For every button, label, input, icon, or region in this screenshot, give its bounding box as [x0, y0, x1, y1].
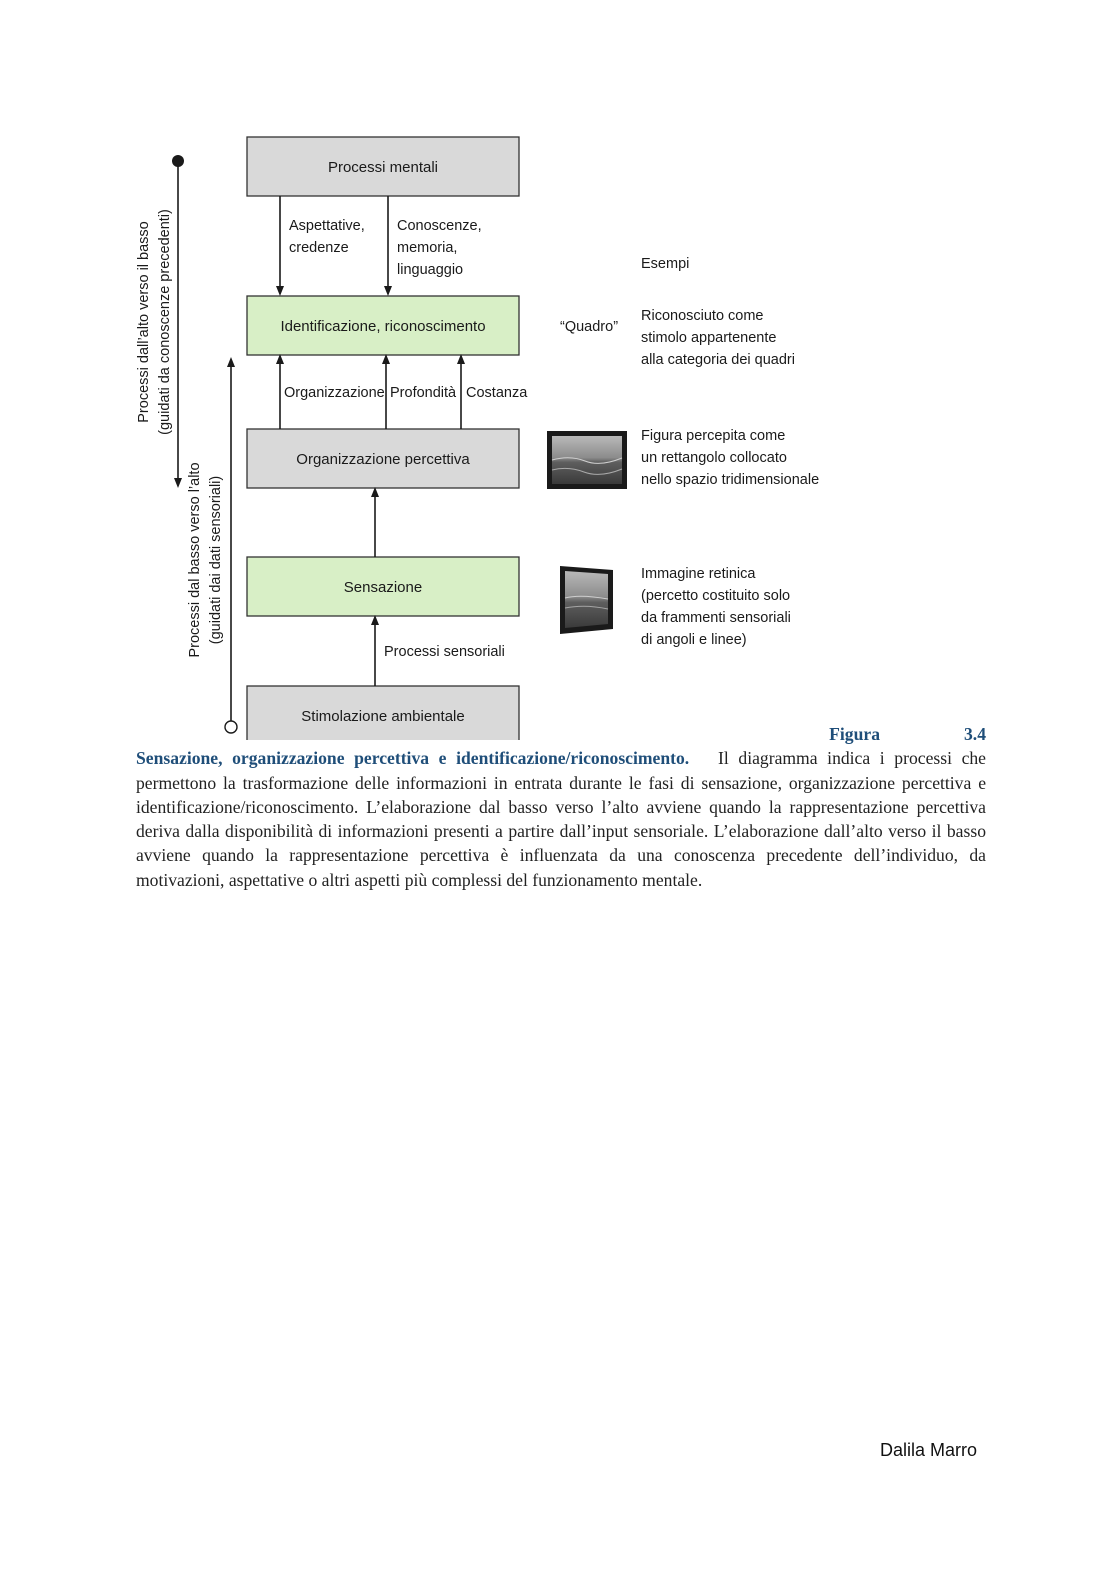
example-sensazione-2: (percetto costituito solo	[641, 588, 790, 604]
example-identificazione-2: stimolo appartenente	[641, 330, 776, 346]
examples-header: Esempi	[641, 256, 689, 272]
box-sensazione: Sensazione	[247, 557, 519, 616]
painting-frontal-image	[547, 431, 627, 489]
example-organizzazione-1: Figura percepita come	[641, 428, 785, 444]
label-conoscenze-1: Conoscenze,	[397, 218, 482, 234]
label-processi-sensoriali: Processi sensoriali	[384, 644, 505, 660]
box-processi-mentali: Processi mentali	[247, 137, 519, 196]
label-bottom-up-1: Processi dal basso verso l’alto	[187, 462, 203, 657]
label-aspettative-2: credenze	[289, 240, 349, 256]
caption-title: Sensazione, organizzazione percettiva e …	[136, 748, 689, 768]
box-identificazione: Identificazione, riconoscimento	[247, 296, 519, 355]
figure-number: 3.4	[964, 724, 986, 744]
label-conoscenze-3: linguaggio	[397, 262, 463, 278]
box-organizzazione-label: Organizzazione percettiva	[296, 451, 470, 468]
perception-diagram: Processi mentali Identificazione, ricono…	[0, 0, 1116, 740]
example-sensazione-1: Immagine retinica	[641, 566, 756, 582]
label-top-down-2: (guidati da conoscenze precedenti)	[157, 209, 173, 435]
example-organizzazione-3: nello spazio tridimensionale	[641, 472, 819, 488]
example-identificazione-3: alla categoria dei quadri	[641, 352, 795, 368]
figure-number-row: Figura 3.4	[136, 722, 986, 746]
painting-retinal-image	[560, 566, 613, 634]
example-sensazione-4: di angoli e linee)	[641, 632, 747, 648]
example-organizzazione-2: un rettangolo collocato	[641, 450, 787, 466]
label-profondita: Profondità	[390, 385, 457, 401]
box-sensazione-label: Sensazione	[344, 579, 422, 596]
caption-body: Il diagramma indica i processi che perme…	[136, 748, 986, 889]
label-bottom-up-2: (guidati dai dati sensoriali)	[208, 476, 224, 644]
footer-author: Dalila Marro	[880, 1440, 977, 1461]
label-top-down-1: Processi dall’alto verso il basso	[136, 221, 152, 422]
label-costanza: Costanza	[466, 385, 528, 401]
figure-caption: Figura 3.4 Sensazione, organizzazione per…	[136, 722, 986, 892]
example-sensazione-3: da frammenti sensoriali	[641, 610, 791, 626]
label-aspettative-1: Aspettative,	[289, 218, 365, 234]
example-identificazione-1: Riconosciuto come	[641, 308, 764, 324]
box-processi-mentali-label: Processi mentali	[328, 159, 438, 176]
example-quadro: “Quadro”	[560, 319, 618, 335]
label-conoscenze-2: memoria,	[397, 240, 457, 256]
box-organizzazione-percettiva: Organizzazione percettiva	[247, 429, 519, 488]
box-identificazione-label: Identificazione, riconoscimento	[280, 318, 485, 335]
label-organizzazione: Organizzazione	[284, 385, 385, 401]
caption-paragraph: Sensazione, organizzazione percettiva e …	[136, 746, 986, 892]
figure-word: Figura	[829, 724, 880, 744]
